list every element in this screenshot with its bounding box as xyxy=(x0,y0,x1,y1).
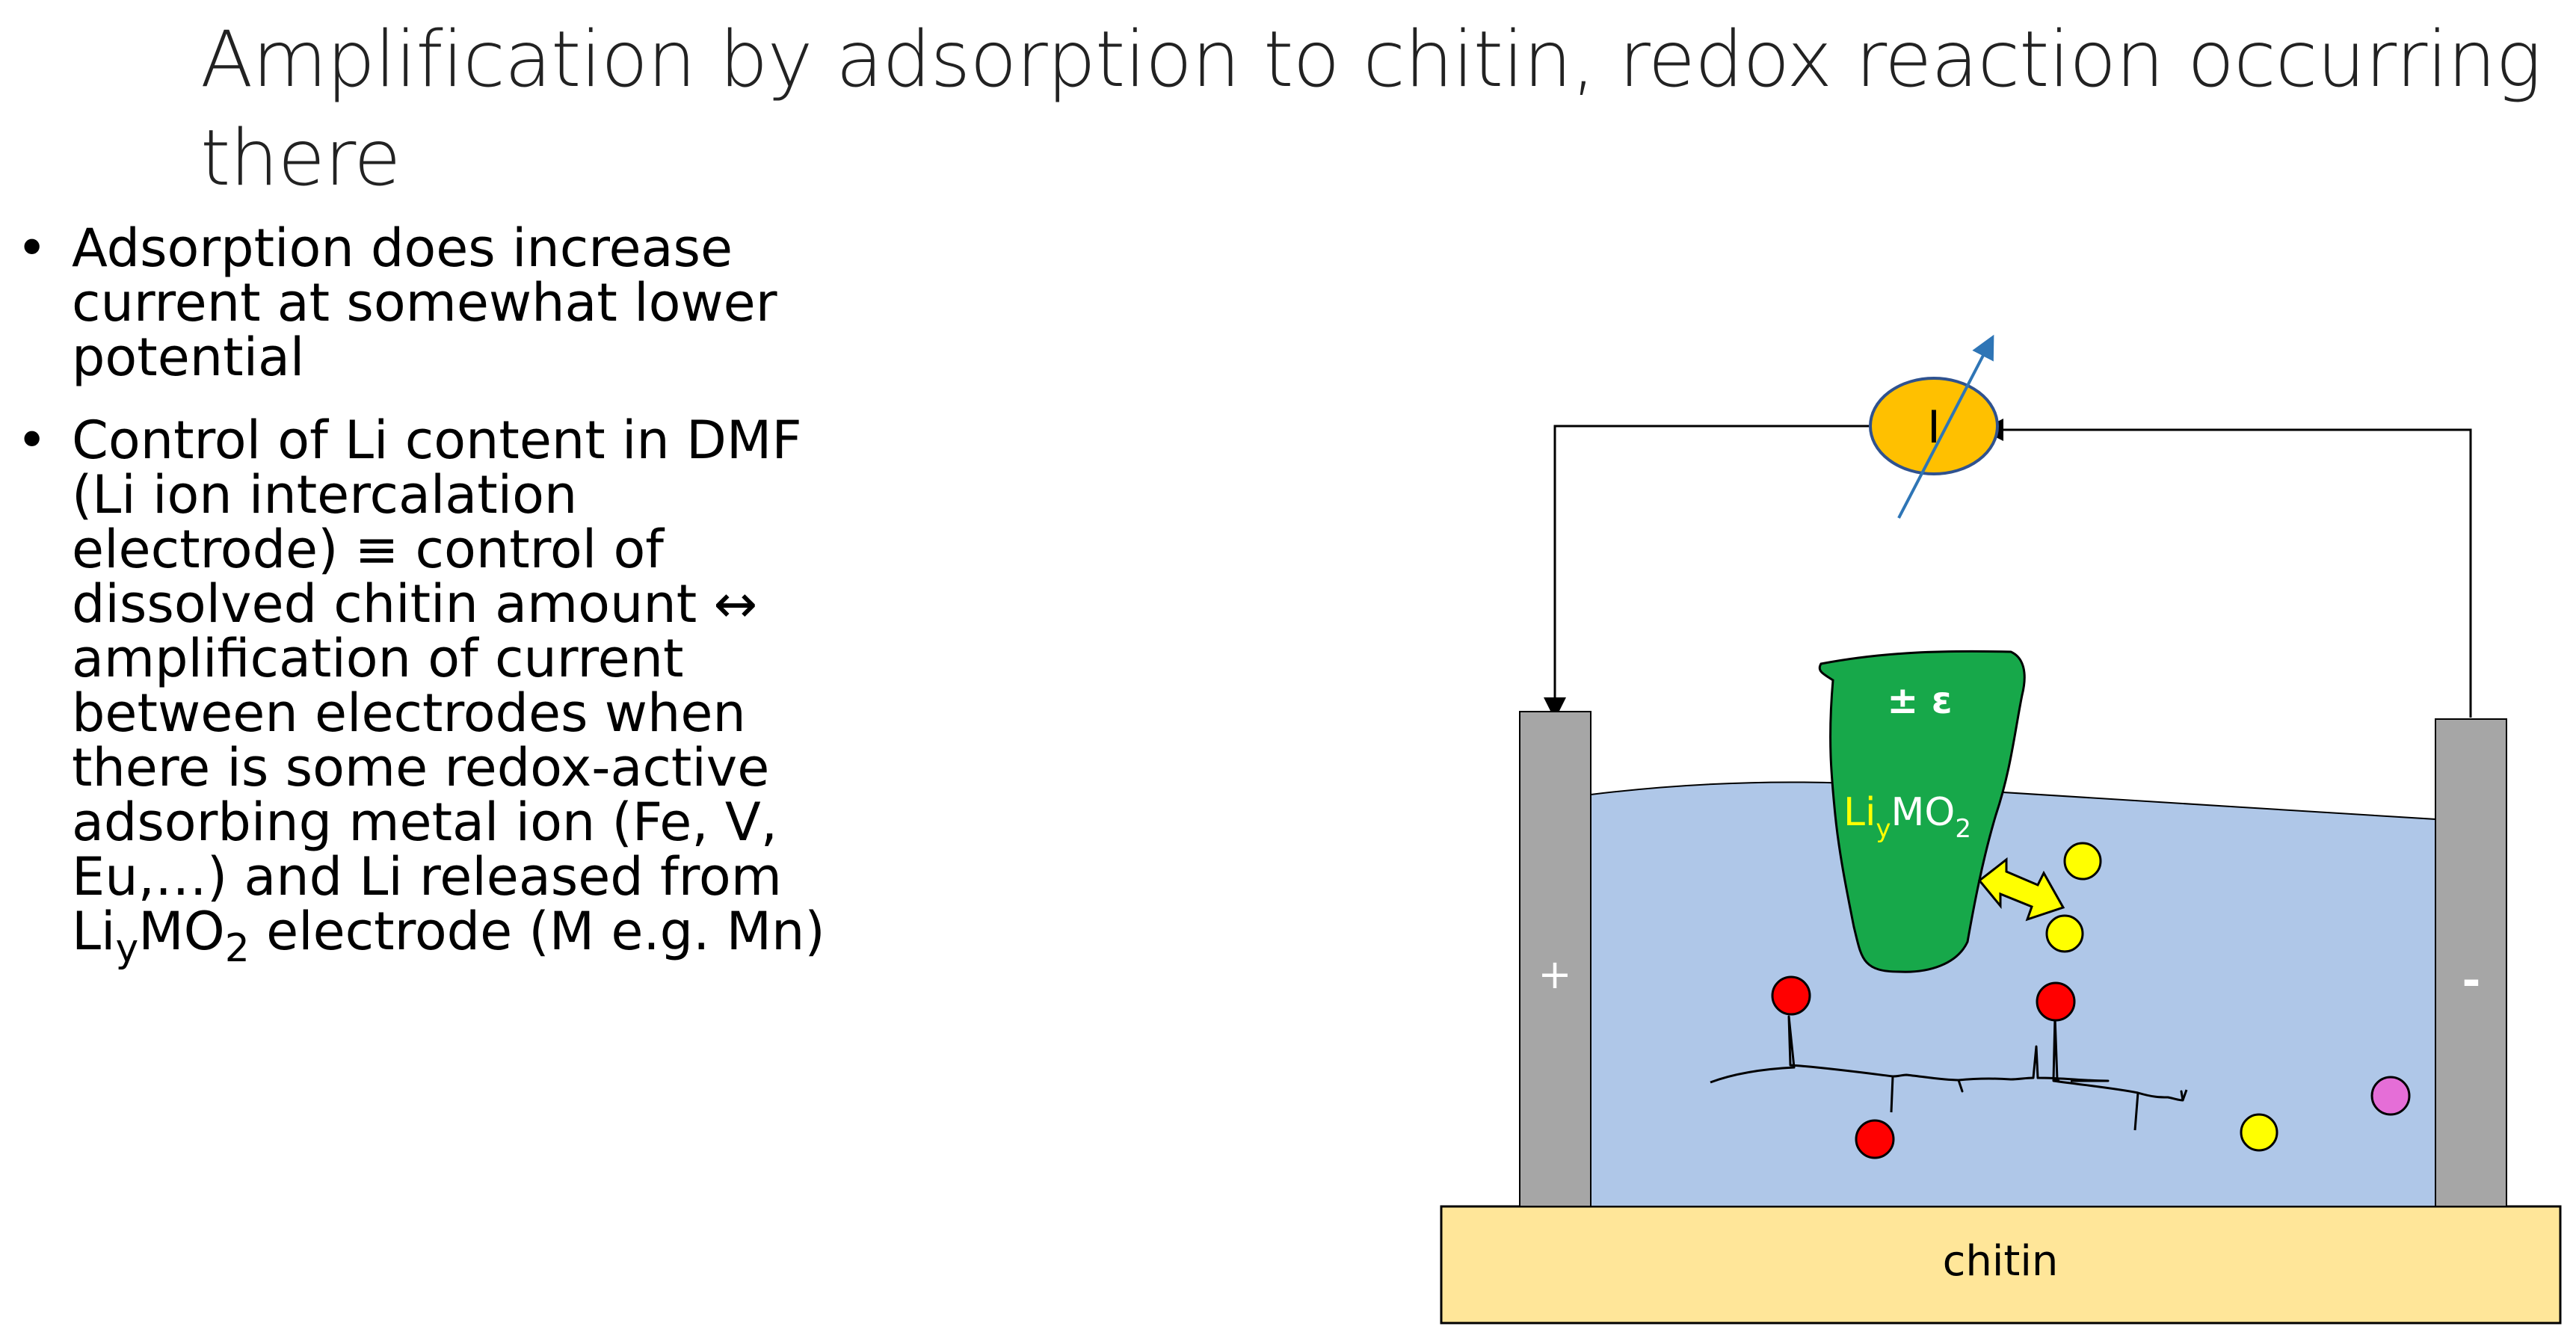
positive-electrode: + xyxy=(1519,711,1591,1207)
red-ion xyxy=(1771,975,1811,1016)
yellow-ion xyxy=(2045,914,2084,953)
electrolyte-liquid xyxy=(1590,781,2436,1207)
limo2-electrode: ± ε LiyMO2 xyxy=(1818,650,2026,973)
red-ion xyxy=(1855,1119,1895,1159)
bullet-item-1: • Adsorption does increase current at so… xyxy=(0,221,830,385)
bullet-marker: • xyxy=(16,218,48,279)
limo2-formula: LiyMO2 xyxy=(1843,790,1971,844)
slide-title: Amplification by adsorption to chitin, r… xyxy=(200,15,2542,203)
negative-sign: - xyxy=(2462,955,2481,1007)
ammeter-label: I xyxy=(1927,401,1941,454)
ammeter: I xyxy=(1869,334,1999,519)
bullet-text: Adsorption does increase current at some… xyxy=(72,218,777,388)
ammeter-body xyxy=(1869,377,1999,475)
positive-sign: + xyxy=(1538,951,1571,998)
pink-ion xyxy=(2370,1076,2411,1116)
left-right-arrow-icon: ↔ xyxy=(713,573,758,635)
bullet-item-2: • Control of Li content in DMF (Li ion i… xyxy=(0,413,830,976)
epsilon-label: ± ε xyxy=(1887,679,1952,722)
ion-exchange-arrow-icon xyxy=(1977,857,2065,922)
chitin-polymer-chain xyxy=(1710,1015,2188,1131)
ions xyxy=(1771,842,2411,1159)
bullet-text: Control of Li content in DMF (Li ion int… xyxy=(72,410,825,972)
yellow-ion xyxy=(2063,842,2102,881)
red-ion xyxy=(2036,981,2076,1022)
chitin-base: chitin xyxy=(1440,1205,2562,1325)
bullet-list: • Adsorption does increase current at so… xyxy=(0,221,830,1005)
chitin-label: chitin xyxy=(1943,1237,2059,1286)
bullet-marker: • xyxy=(16,410,48,471)
variable-arrow-icon xyxy=(1897,334,1994,519)
circuit-wires xyxy=(1544,419,2472,720)
yellow-ion xyxy=(2240,1113,2278,1152)
negative-electrode: - xyxy=(2435,718,2507,1207)
